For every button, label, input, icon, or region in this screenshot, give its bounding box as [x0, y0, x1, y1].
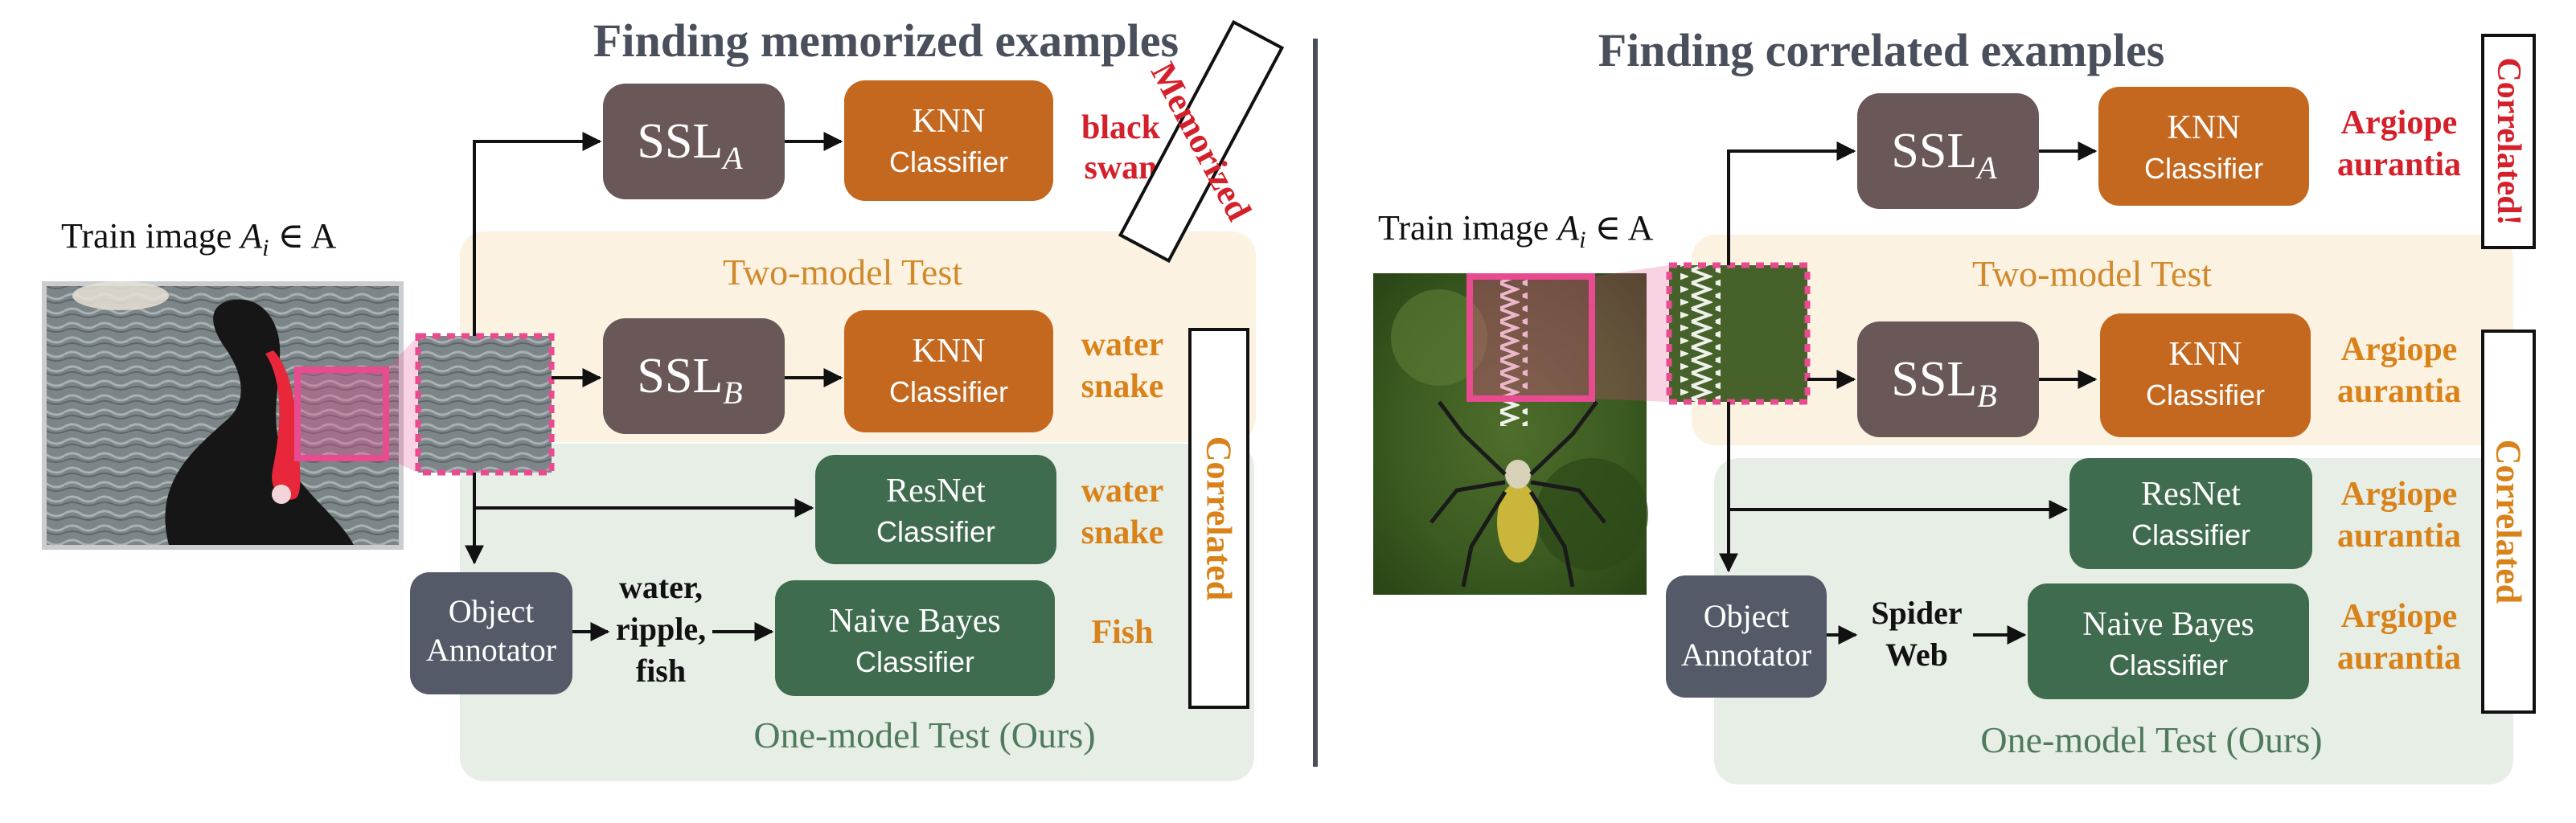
right-pred-b-line2: aurantia — [2337, 373, 2461, 410]
left-pred-a-line2: swan — [1084, 149, 1157, 186]
right-crop-connector — [1592, 265, 1669, 402]
right-panel: Finding correlated examples Train image … — [1373, 24, 2536, 784]
left-knn-a-box: KNN Classifier — [844, 80, 1053, 201]
right-pred-resnet-line1: Argiope — [2341, 476, 2458, 513]
svg-text:Classifier: Classifier — [876, 515, 995, 548]
left-annotation-2: ripple, — [616, 611, 706, 647]
left-two-model-label: Two-model Test — [723, 252, 962, 293]
right-pred-resnet-line2: aurantia — [2337, 518, 2461, 555]
left-crop-connector — [386, 336, 418, 473]
svg-text:Classifier: Classifier — [889, 145, 1008, 178]
right-connectors — [1719, 141, 2098, 645]
svg-text:KNN: KNN — [913, 103, 986, 140]
svg-text:Classifier: Classifier — [889, 375, 1008, 408]
right-correlated-top-label: Correlated! — [2490, 57, 2527, 225]
right-bayes-box: Naive Bayes Classifier — [2028, 583, 2309, 699]
svg-text:Classifier: Classifier — [2131, 518, 2250, 551]
svg-text:Classifier: Classifier — [2109, 649, 2228, 682]
svg-text:SSLB: SSLB — [637, 349, 742, 411]
right-pred-bayes-line1: Argiope — [2341, 598, 2458, 635]
left-annotation-1: water, — [619, 569, 703, 605]
right-pred-a-line1: Argiope — [2341, 104, 2458, 141]
left-pred-bayes: Fish — [1091, 614, 1153, 651]
svg-text:ResNet: ResNet — [886, 473, 986, 510]
left-pred-resnet-line1: water — [1081, 473, 1164, 510]
svg-text:ResNet: ResNet — [2141, 476, 2241, 513]
left-pred-b-line1: water — [1081, 326, 1164, 363]
right-annotation-1: Spider — [1871, 595, 1962, 631]
left-title: Finding memorized examples — [593, 14, 1179, 67]
right-train-label: Train image Ai ∈ A — [1378, 208, 1654, 253]
left-annotation-3: fish — [636, 653, 686, 689]
right-annotator-box: Object Annotator — [1666, 575, 1827, 698]
right-pred-a-line2: aurantia — [2337, 146, 2461, 183]
left-pred-b-line2: snake — [1081, 368, 1164, 405]
left-resnet-box: ResNet Classifier — [815, 455, 1056, 564]
svg-text:Classifier: Classifier — [2144, 152, 2263, 185]
left-bayes-box: Naive Bayes Classifier — [775, 580, 1055, 696]
svg-text:Annotator: Annotator — [426, 632, 556, 668]
left-memorized-badge — [1118, 19, 1285, 264]
left-knn-b-box: KNN Classifier — [844, 310, 1053, 432]
left-panel: Finding memorized examples Train image A… — [42, 14, 1285, 781]
spider-image — [1373, 273, 1648, 595]
right-crop-patch — [1666, 262, 1811, 405]
svg-text:Naive Bayes: Naive Bayes — [829, 603, 1000, 640]
right-ssl-b-box: SSLB — [1857, 321, 2039, 437]
right-knn-b-box: KNN Classifier — [2100, 313, 2311, 437]
right-correlated-label: Correlated — [2489, 440, 2529, 604]
svg-text:KNN: KNN — [913, 333, 986, 370]
left-ssl-b-box: SSLB — [603, 318, 785, 434]
svg-text:Classifier: Classifier — [855, 645, 974, 678]
left-correlated-badge — [1188, 328, 1249, 709]
svg-text:Annotator: Annotator — [1681, 637, 1811, 673]
svg-text:SSLB: SSLB — [1891, 352, 1996, 414]
swan-image — [42, 281, 404, 550]
left-pred-resnet-line2: snake — [1081, 514, 1164, 551]
svg-text:Object: Object — [1704, 598, 1790, 634]
right-two-model-label: Two-model Test — [1972, 253, 2212, 294]
right-title: Finding correlated examples — [1598, 24, 2165, 76]
left-crop-patch — [415, 333, 555, 476]
right-pred-b-line1: Argiope — [2341, 331, 2458, 368]
svg-text:Naive Bayes: Naive Bayes — [2082, 606, 2254, 643]
left-pred-a-line1: black — [1081, 109, 1161, 146]
svg-text:SSLA: SSLA — [1891, 124, 1997, 186]
left-train-label: Train image Ai ∈ A — [61, 216, 337, 261]
swan-body — [165, 299, 354, 545]
right-crop-highlight — [1466, 273, 1595, 402]
svg-text:SSLA: SSLA — [637, 114, 743, 176]
left-crop-highlight — [294, 366, 389, 461]
svg-text:KNN: KNN — [2168, 109, 2241, 146]
left-ssl-a-box: SSLA — [603, 84, 785, 199]
right-resnet-box: ResNet Classifier — [2069, 458, 2312, 569]
right-correlated-badge — [2481, 330, 2536, 714]
right-annotation-2: Web — [1885, 637, 1948, 673]
left-correlated-label: Correlated — [1200, 436, 1239, 600]
svg-text:Object: Object — [449, 593, 535, 629]
left-one-model-label: One-model Test (Ours) — [753, 714, 1095, 755]
left-connectors — [465, 132, 843, 641]
right-knn-a-box: KNN Classifier — [2098, 87, 2309, 206]
right-ssl-a-box: SSLA — [1857, 93, 2039, 209]
spider-body — [1497, 482, 1539, 563]
right-pred-bayes-line2: aurantia — [2337, 640, 2461, 677]
right-one-model-label: One-model Test (Ours) — [1980, 719, 2322, 760]
svg-text:Classifier: Classifier — [2146, 379, 2265, 412]
left-annotator-box: Object Annotator — [410, 572, 572, 694]
swan-beak — [265, 350, 301, 500]
svg-text:KNN: KNN — [2169, 336, 2242, 373]
right-correlated-top-badge — [2481, 34, 2536, 249]
